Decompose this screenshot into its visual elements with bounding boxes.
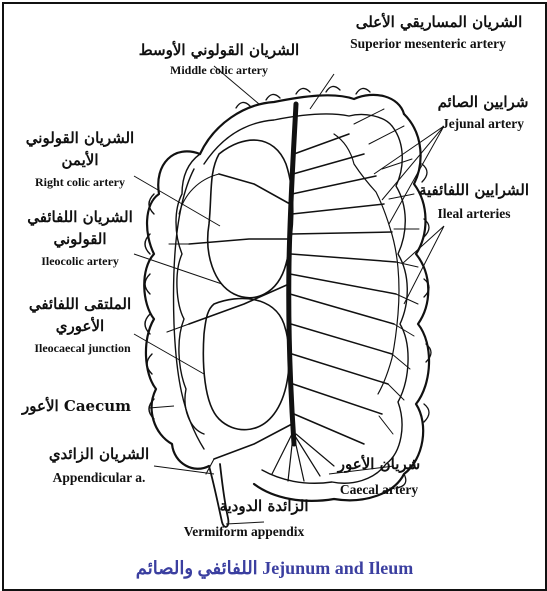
label-right-colic-en: Right colic artery — [10, 176, 150, 190]
label-appendicular-ar: الشريان الزائدي — [24, 446, 174, 463]
label-ileocolic-ar1: الشريان اللفائفي — [10, 209, 150, 226]
ascending-colon — [144, 151, 209, 468]
label-caecal-en: Caecal artery — [304, 482, 454, 498]
figure-caption: اللفائفي والصائم Jejunum and Ileum — [4, 558, 545, 579]
label-ileal-ar: الشرايين اللفائفية — [404, 182, 544, 199]
transverse-colon — [200, 95, 404, 154]
label-ileocaecal-ar1: الملتقى اللفائفي — [10, 296, 150, 313]
label-superior-mesenteric-ar: الشريان المساريقي الأعلى — [334, 14, 544, 31]
label-ileocaecal-ar2: الأعوري — [10, 318, 150, 335]
label-caecum: الأعور Caecum — [22, 398, 131, 415]
label-vermiform-ar: الزائدة الدودية — [154, 498, 374, 515]
label-jejunal-ar: شرايين الصائم — [424, 94, 542, 111]
label-ileocolic-ar2: القولوني — [10, 231, 150, 248]
label-superior-mesenteric-en: Superior mesenteric artery — [312, 36, 544, 52]
small-intestine-outer — [254, 114, 429, 501]
label-ileal-en: Ileal arteries — [404, 206, 544, 222]
label-right-colic-ar2: الأيمن — [10, 152, 150, 169]
label-caecal-ar: شريان الأعور — [304, 456, 454, 473]
label-ileocolic-en: Ileocolic artery — [10, 255, 150, 269]
label-ileocaecal-en: Ileocaecal junction — [10, 342, 155, 356]
label-middle-colic-ar: الشريان القولوني الأوسط — [114, 42, 324, 59]
label-right-colic-ar1: الشريان القولوني — [10, 130, 150, 147]
label-appendicular-en: Appendicular a. — [24, 470, 174, 486]
label-middle-colic-en: Middle colic artery — [114, 64, 324, 78]
label-vermiform-en: Vermiform appendix — [124, 524, 364, 540]
label-jejunal-en: Jejunal artery — [424, 116, 542, 132]
